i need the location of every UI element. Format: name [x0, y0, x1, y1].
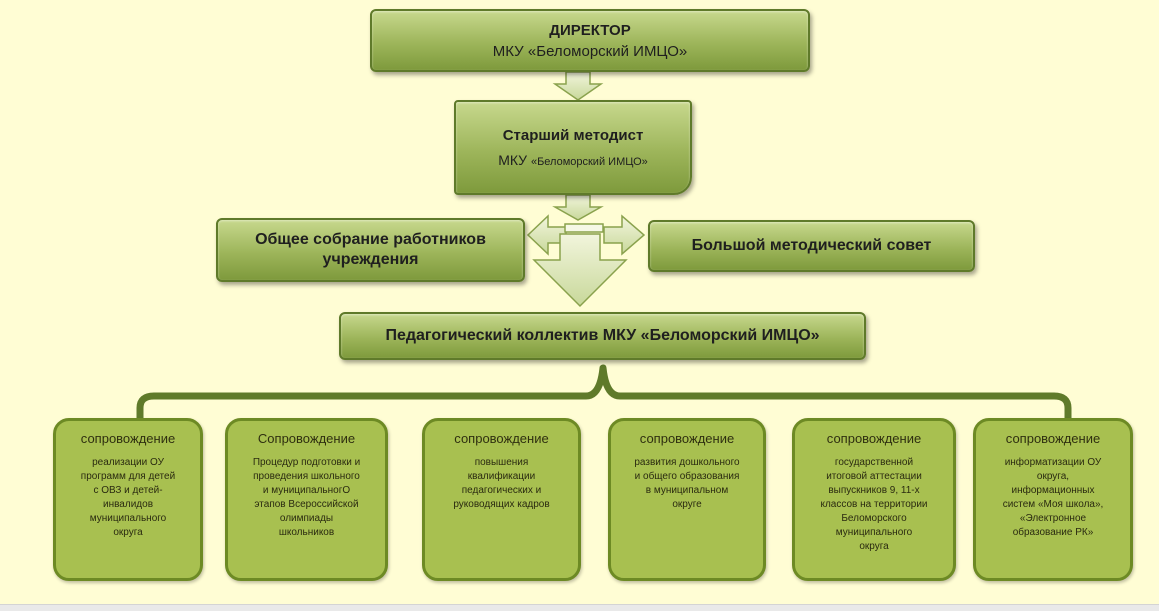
card-body-line: квалификации: [467, 471, 536, 482]
director-title: ДИРЕКТОР: [549, 21, 631, 39]
card-body-line: Беломорского: [841, 513, 907, 524]
card-body-line: программ для детей: [80, 471, 176, 482]
card-title: сопровождение: [826, 431, 922, 446]
card-body: развития дошкольного и общего образования…: [619, 456, 755, 512]
director-org: МКУ «Беломорский ИМЦО»: [492, 42, 688, 60]
card-body-line: государственной: [834, 457, 914, 468]
junction-bar: [564, 223, 604, 233]
arrow-right-council: [603, 214, 646, 256]
card-body: повышения квалификации педагогических и рук…: [433, 456, 570, 512]
card-body-line: Процедур подготовки и: [252, 457, 361, 468]
assembly-line-2: учреждения: [322, 251, 419, 268]
methodical-council-box: Большой методический совет: [648, 220, 975, 272]
methodist-org: МКУ «Беломорский ИМЦО»: [498, 152, 648, 168]
card-body: государственной итоговой аттестации выпуск…: [803, 456, 945, 554]
card-body-line: выпускников 9, 11-х: [828, 485, 920, 496]
card-body-line: информационных: [1011, 485, 1095, 496]
bottom-strip: [0, 604, 1159, 611]
card-body: Процедур подготовки и проведения школьног…: [236, 456, 377, 540]
senior-methodist-box: Старший методист МКУ «Беломорский ИМЦО»: [454, 100, 692, 195]
arrow-down-collective: [532, 233, 628, 308]
card-body-line: этапов Всероссийской: [254, 499, 359, 510]
card-body-line: реализации ОУ: [92, 457, 164, 468]
card-body-line: руководящих кадров: [453, 499, 550, 510]
assembly-line-1: Общее собрание работников: [255, 231, 486, 248]
card-body-line: муниципального: [835, 527, 913, 538]
council-title: Большой методический совет: [691, 237, 932, 254]
card-body-line: педагогических и: [461, 485, 542, 496]
general-assembly-box: Общее собрание работников учреждения: [216, 218, 525, 282]
card-body-line: итоговой аттестации: [826, 471, 922, 482]
card-body-line: с ОВЗ и детей-: [93, 485, 163, 496]
card-body-line: проведения школьного: [253, 471, 360, 482]
card-body-line: информатизации ОУ: [1004, 457, 1102, 468]
card-body-line: олимпиады: [279, 513, 334, 524]
card-body-line: в муниципальном: [645, 485, 729, 496]
card-body-line: систем «Моя школа»,: [1002, 499, 1104, 510]
card-body-line: классов на территории: [820, 499, 928, 510]
director-box: ДИРЕКТОР МКУ «Беломорский ИМЦО»: [370, 9, 810, 72]
support-card-5: сопровождение государственной итоговой атт…: [792, 418, 956, 581]
methodist-org-name: «Беломорский ИМЦО»: [530, 156, 648, 168]
card-body-line: округа,: [1036, 471, 1070, 482]
card-body: информатизации ОУ округа, информационных си…: [984, 456, 1122, 540]
card-title: сопровождение: [639, 431, 735, 446]
card-body-line: развития дошкольного: [634, 457, 740, 468]
methodist-org-prefix: МКУ: [498, 152, 531, 168]
card-body-line: «Электронное: [1019, 513, 1087, 524]
card-body-line: округа: [113, 527, 143, 538]
card-body-line: школьников: [278, 527, 335, 538]
support-card-1: сопровождение реализации ОУ программ для д…: [53, 418, 203, 581]
arrow-down-methodist: [552, 194, 604, 221]
curly-brace: [136, 364, 1072, 422]
card-body-line: образование РК»: [1012, 527, 1094, 538]
support-card-4: сопровождение развития дошкольного и общег…: [608, 418, 766, 581]
card-title: сопровождение: [454, 431, 549, 446]
arrow-down-director: [552, 71, 604, 101]
support-card-3: сопровождение повышения квалификации педаго…: [422, 418, 581, 581]
card-body-line: округа: [859, 541, 889, 552]
card-body-line: и общего образования: [634, 471, 740, 482]
card-body-line: и муниципальногО: [262, 485, 351, 496]
card-body-line: округе: [672, 499, 702, 510]
card-title: сопровождение: [1005, 431, 1101, 446]
card-title: сопровождение: [80, 431, 176, 446]
methodist-title: Старший методист: [502, 127, 644, 144]
teaching-collective-box: Педагогический коллектив МКУ «Беломорски…: [339, 312, 866, 360]
card-body: реализации ОУ программ для детей с ОВЗ и д…: [64, 456, 192, 540]
card-body-line: муниципального: [89, 513, 167, 524]
collective-title: Педагогический коллектив МКУ «Беломорски…: [385, 327, 820, 344]
card-body-line: инвалидов: [103, 499, 153, 510]
card-title: Сопровождение: [257, 431, 356, 446]
card-body-line: повышения: [474, 457, 529, 468]
